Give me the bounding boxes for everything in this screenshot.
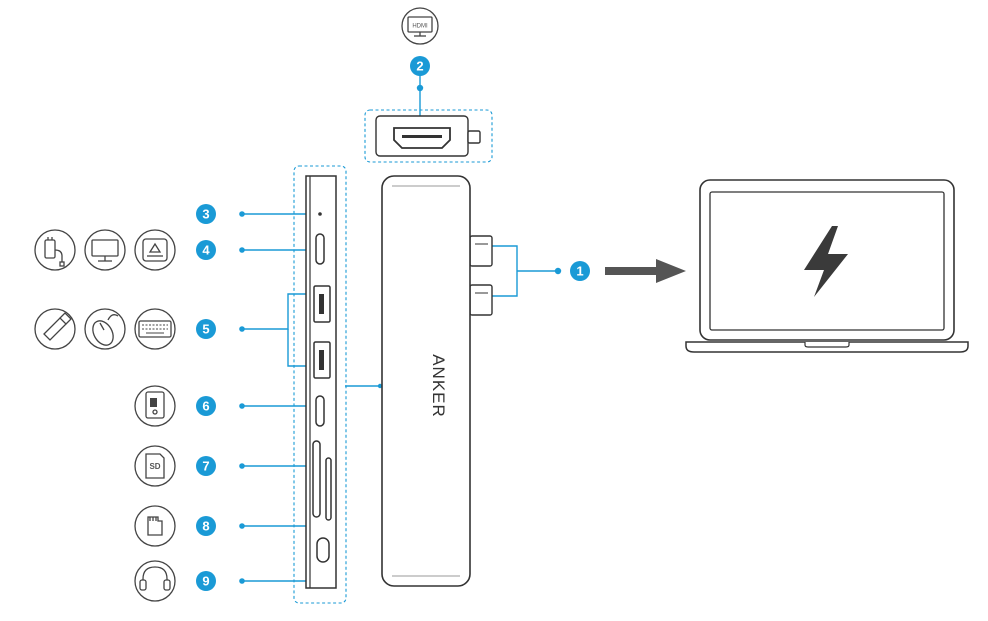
sd-label: SD — [149, 462, 160, 471]
mouse-icon — [84, 308, 126, 350]
leader-line-1 — [492, 245, 518, 297]
external-drive-icon — [134, 229, 176, 271]
hdmi-connector — [375, 115, 481, 157]
leader-line-5 — [242, 293, 310, 330]
connection-arrow — [605, 259, 686, 283]
brand-logo: ANKER — [429, 354, 448, 418]
callout-badge-2: 2 — [410, 56, 430, 76]
svg-text:3: 3 — [202, 207, 209, 222]
sd-card-icon — [134, 445, 176, 487]
callout-badge-4: 4 — [196, 240, 216, 260]
charging-bolt-icon — [804, 226, 848, 297]
device-icons — [34, 7, 439, 602]
usb-c-port-pd — [315, 395, 325, 427]
microsd-card-slot — [325, 457, 332, 521]
charger-icon — [34, 229, 76, 271]
monitor-icon — [84, 229, 126, 271]
leader-line-7 — [242, 450, 317, 467]
hdmi-highlight-box — [364, 109, 493, 163]
sd-card-slot — [312, 440, 321, 518]
phone-icon — [134, 385, 176, 427]
leader-line-5b — [287, 329, 310, 367]
svg-text:9: 9 — [202, 574, 209, 589]
hdmi-monitor-icon — [401, 7, 439, 45]
callout-badges: 1 2 3 4 5 6 7 8 — [196, 56, 590, 591]
usb-c-port-data — [315, 233, 325, 265]
callout-badge-5: 5 — [196, 319, 216, 339]
audio-jack — [316, 537, 330, 563]
svg-text:4: 4 — [202, 243, 210, 258]
svg-text:8: 8 — [202, 519, 209, 534]
headphones-icon — [134, 560, 176, 602]
hdmi-label: HDMI — [412, 24, 428, 30]
callout-badge-8: 8 — [196, 516, 216, 536]
svg-text:1: 1 — [576, 264, 583, 279]
highlight-boxes — [293, 109, 493, 604]
svg-text:7: 7 — [202, 459, 209, 474]
keyboard-icon — [134, 308, 176, 350]
callout-badge-9: 9 — [196, 571, 216, 591]
callout-badge-7: 7 — [196, 456, 216, 476]
hub-side-view — [305, 175, 337, 589]
svg-text:5: 5 — [202, 322, 209, 337]
hub-front-view — [381, 175, 493, 587]
callout-badge-3: 3 — [196, 204, 216, 224]
callout-badge-1: 1 — [570, 261, 590, 281]
svg-text:6: 6 — [202, 399, 209, 414]
microsd-card-icon — [134, 505, 176, 547]
svg-text:2: 2 — [416, 59, 423, 74]
usb-stick-icon — [34, 308, 76, 350]
callout-badge-6: 6 — [196, 396, 216, 416]
